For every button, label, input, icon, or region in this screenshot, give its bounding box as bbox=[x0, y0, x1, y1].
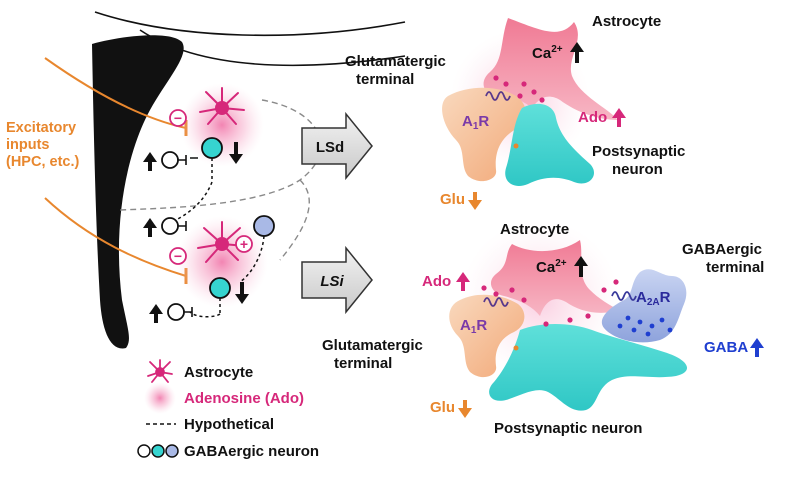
lateral-ventricle bbox=[92, 35, 184, 349]
lsi-glu-label: Glu bbox=[430, 399, 455, 416]
gaba-neuron-cyan-upper bbox=[201, 137, 223, 159]
inhibition-mark-lower bbox=[169, 247, 187, 265]
excitatory-inputs-label: Excitatory inputs (HPC, etc.) bbox=[6, 120, 80, 170]
hypothetical-boundary-lower bbox=[279, 179, 310, 261]
legend: Astrocyte Adenosine (Ado) Hypothetical G… bbox=[137, 359, 319, 460]
brain-schematic: Excitatory inputs (HPC, etc.) − bbox=[6, 11, 406, 349]
up-arrow-icon bbox=[143, 218, 157, 237]
lsi-glu-dot bbox=[513, 345, 519, 351]
a2ar-receptor-icon bbox=[611, 291, 637, 301]
lsi-glutamatergic-label: Glutamatergic terminal bbox=[322, 337, 427, 372]
lsd-panel: Astrocyte Ca2+ Glutamatergic terminal A1… bbox=[345, 13, 690, 210]
lsi-gabaergic-label: GABAergic terminal bbox=[682, 241, 766, 276]
lsi-glutamatergic-terminal bbox=[449, 294, 525, 378]
lsd-glu-dot bbox=[513, 143, 519, 149]
down-arrow-icon bbox=[468, 192, 482, 210]
hypothetical-boundary bbox=[119, 99, 322, 211]
up-arrow-icon bbox=[456, 272, 470, 291]
lsi-adenosine-dots bbox=[481, 279, 619, 327]
a1r-receptor-icon bbox=[485, 91, 511, 101]
legend-hypothetical-label: Hypothetical bbox=[184, 416, 274, 433]
minus-sign-upper: − bbox=[174, 110, 182, 126]
lsd-glu-label: Glu bbox=[440, 191, 465, 208]
legend-astrocyte-label: Astrocyte bbox=[184, 364, 253, 381]
lsi-gaba-dots bbox=[617, 315, 673, 337]
lsi-ca-label: Ca2+ bbox=[536, 258, 567, 276]
excitatory-input-upper bbox=[44, 57, 187, 129]
legend-neuron-white bbox=[137, 444, 151, 458]
excitation-mark bbox=[235, 235, 253, 253]
lsd-astrocyte bbox=[483, 18, 618, 120]
plus-sign: + bbox=[240, 236, 248, 252]
lsi-a2ar-label: A2AR bbox=[636, 289, 671, 308]
lsd-a1r-label: A1R bbox=[462, 113, 489, 132]
lsd-arrow: LSd bbox=[301, 111, 373, 181]
lsd-adenosine-dots bbox=[493, 75, 545, 103]
down-arrow-icon bbox=[458, 400, 472, 418]
up-arrow-icon bbox=[750, 338, 764, 357]
lsd-postsynaptic-neuron bbox=[505, 103, 595, 187]
lsi-a1r-label: A1R bbox=[460, 317, 487, 336]
legend-neuron-cyan bbox=[151, 444, 165, 458]
up-arrow-icon bbox=[612, 108, 626, 127]
up-arrow-icon bbox=[570, 42, 584, 63]
lsd-postsynaptic-label: Postsynaptic neuron bbox=[592, 143, 690, 178]
lsi-arrow: LSi bbox=[301, 245, 373, 315]
a1r-receptor-icon bbox=[483, 297, 509, 307]
gaba-neuron-lightblue bbox=[253, 215, 275, 237]
astrocyte-lower-icon bbox=[197, 221, 247, 263]
lsi-panel: Astrocyte Ca2+ GABAergic terminal A2AR G… bbox=[322, 220, 766, 437]
lsi-gabaergic-terminal bbox=[601, 269, 687, 343]
lsd-glutamatergic-terminal bbox=[442, 87, 527, 182]
lsi-astrocyte bbox=[490, 240, 620, 316]
legend-astrocyte-icon bbox=[147, 359, 173, 383]
lsd-astrocyte-label: Astrocyte bbox=[592, 13, 661, 30]
lsd-glutamatergic-label: Glutamatergic terminal bbox=[345, 53, 450, 88]
up-arrow-icon bbox=[574, 256, 588, 277]
astrocyte-upper-icon bbox=[199, 87, 245, 125]
down-arrow-icon bbox=[229, 142, 243, 164]
lsi-ado-label: Ado bbox=[422, 273, 451, 290]
lsi-astrocyte-label: Astrocyte bbox=[500, 221, 569, 238]
gaba-neuron-white-middle bbox=[161, 217, 179, 235]
legend-adenosine-glow bbox=[144, 382, 176, 414]
inhibition-mark-upper bbox=[169, 109, 187, 127]
gaba-neuron-white-lower bbox=[167, 303, 185, 321]
legend-neuron-lightblue bbox=[165, 444, 179, 458]
lsi-postsynaptic-label: Postsynaptic neuron bbox=[494, 420, 642, 437]
up-arrow-icon bbox=[149, 304, 163, 323]
down-arrow-icon bbox=[235, 282, 249, 304]
lsi-label: LSi bbox=[320, 273, 344, 290]
brain-outline-curve-1 bbox=[94, 11, 406, 37]
lsd-label: LSd bbox=[316, 139, 344, 156]
lsd-ado-label: Ado bbox=[578, 109, 607, 126]
lsi-gaba-label: GABA bbox=[704, 339, 748, 356]
adenosine-glow-upper bbox=[180, 83, 264, 167]
excitatory-input-lower bbox=[44, 197, 187, 277]
up-arrow-icon bbox=[143, 152, 157, 171]
gaba-neuron-white-upper bbox=[161, 151, 179, 169]
minus-sign-lower: − bbox=[174, 248, 182, 264]
lsd-ca-label: Ca2+ bbox=[532, 44, 563, 62]
legend-adenosine-label: Adenosine (Ado) bbox=[184, 390, 304, 407]
lsi-postsynaptic-neuron bbox=[489, 324, 688, 411]
legend-gaba-neuron-label: GABAergic neuron bbox=[184, 443, 319, 460]
gaba-neuron-cyan-lower bbox=[209, 277, 231, 299]
